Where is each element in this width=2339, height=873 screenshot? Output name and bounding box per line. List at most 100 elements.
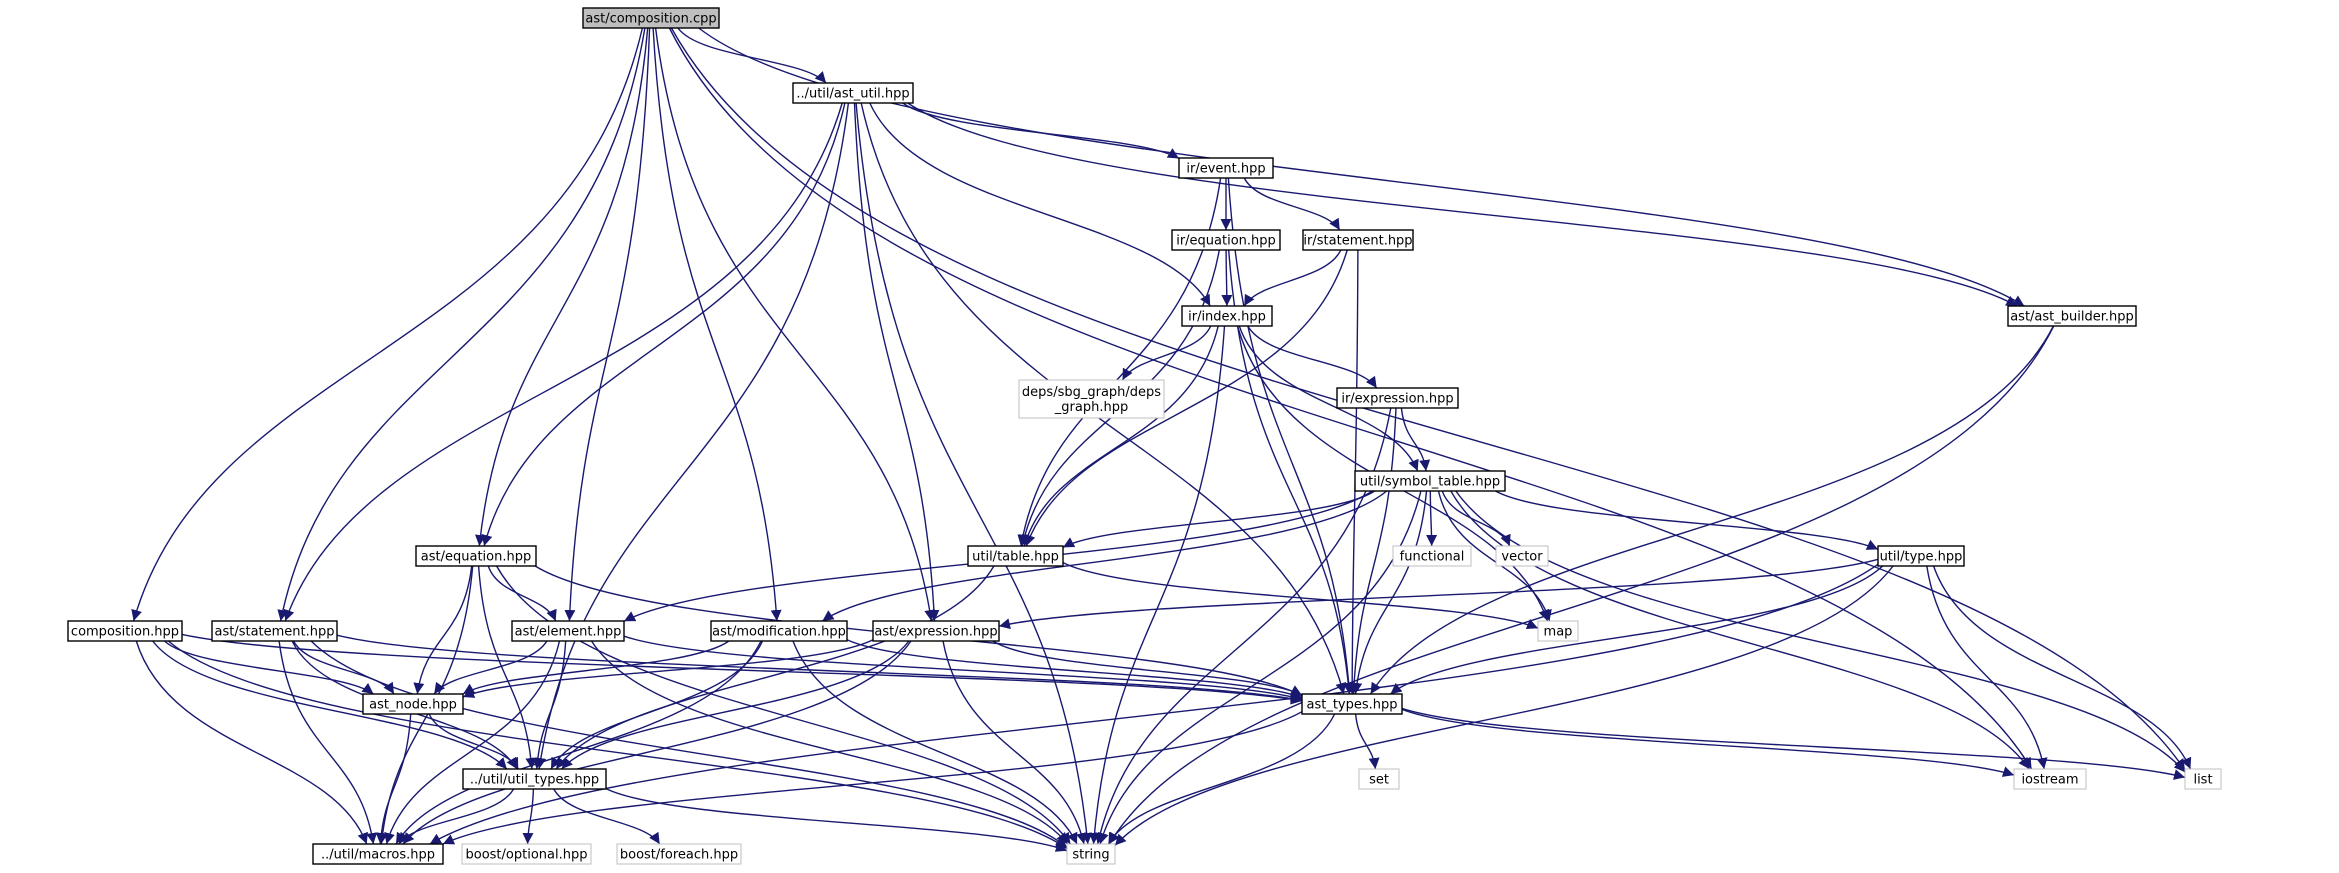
node-ast-builder[interactable]: ast/ast_builder.hpp <box>2007 305 2137 327</box>
edge-util_type-to-string <box>1114 565 1894 846</box>
node-ir-expression[interactable]: ir/expression.hpp <box>1336 387 1459 409</box>
edge-symbol_table-to-util_table <box>1062 490 1376 549</box>
edge-ir_equation-to-ast_types <box>1228 249 1354 695</box>
node-label: ast/ast_builder.hpp <box>2010 310 2134 325</box>
node-box <box>1301 693 1403 715</box>
node-composition-cpp[interactable]: ast/composition.cpp <box>582 7 720 29</box>
node-label: util/type.hpp <box>1880 550 1963 565</box>
node-ir-equation[interactable]: ir/equation.hpp <box>1171 229 1281 251</box>
edge-ir_index-to-ir_expression <box>1247 325 1378 389</box>
edge-symbol_table-to-util_type <box>1495 490 1879 551</box>
node-deps-graph: deps/sbg_graph/deps_graph.hpp <box>1018 379 1165 419</box>
edge-util_type-to-ast_expression <box>998 558 1879 630</box>
edge-composition_hpp-to-string <box>167 640 1068 850</box>
edge-util_ast_util-to-ast_equation <box>481 102 846 547</box>
node-box <box>461 843 592 865</box>
node-ast-statement[interactable]: ast/statement.hpp <box>211 620 338 642</box>
edge-util_types-to-boost_foreach <box>553 788 661 845</box>
node-label: ast_types.hpp <box>1306 698 1397 713</box>
edge-ast_expression-to-string <box>942 640 1087 845</box>
edge-ast_element-to-util_macros <box>384 640 561 845</box>
edge-composition_cpp-to-iostream <box>668 27 2033 770</box>
node-box <box>792 82 914 104</box>
edge-ast_element-to-ast_node <box>433 640 548 695</box>
node-label: functional <box>1400 550 1465 565</box>
node-ir-index[interactable]: ir/index.hpp <box>1181 305 1273 327</box>
node-box <box>1018 379 1165 419</box>
node-ast-modification[interactable]: ast/modification.hpp <box>710 620 848 642</box>
node-util-type[interactable]: util/type.hpp <box>1877 545 1965 567</box>
edge-ast_modification-to-string <box>792 640 1078 845</box>
edge-ir_statement-to-ir_index <box>1243 249 1342 307</box>
edge-util_type-to-ast_types <box>1389 565 1884 695</box>
edge-composition_cpp-to-composition_hpp <box>131 27 644 622</box>
edge-ast_types-to-list <box>1401 707 2186 780</box>
node-util-macros[interactable]: ../util/macros.hpp <box>312 843 444 865</box>
node-box <box>2184 768 2222 790</box>
edge-symbol_table-to-ast_modification <box>822 490 1388 622</box>
node-label: ../util/macros.hpp <box>321 848 435 863</box>
edge-util_type-to-util_macros <box>429 563 1879 845</box>
edge-ast_types-to-set <box>1354 713 1380 770</box>
edge-util_ast_util-to-string <box>855 102 1093 845</box>
edge-symbol_table-to-functional <box>1426 490 1438 547</box>
edge-util_ast_util-to-util_types <box>535 102 850 770</box>
edge-ast_node-to-util_macros <box>375 713 412 845</box>
node-ast-expression[interactable]: ast/expression.hpp <box>872 620 1000 642</box>
node-label: ast/modification.hpp <box>712 625 846 640</box>
edge-util_ast_util-to-ast_builder <box>907 102 2018 307</box>
edge-ast_types-to-iostream <box>1401 708 2015 777</box>
node-ast-element[interactable]: ast/element.hpp <box>511 620 625 642</box>
node-box <box>1302 229 1414 251</box>
node-label: composition.hpp <box>71 625 179 640</box>
node-composition-hpp[interactable]: composition.hpp <box>67 620 183 642</box>
edge-ast_types-to-util_macros <box>442 711 1303 845</box>
edge-ast_node-to-util_types <box>428 713 519 770</box>
node-label: ir/event.hpp <box>1186 162 1265 177</box>
node-ir-event[interactable]: ir/event.hpp <box>1178 157 1274 179</box>
edge-util_types-to-boost_optional <box>522 788 535 845</box>
edge-ast_modification-to-ast_types <box>846 639 1303 699</box>
edge-ast_equation-to-util_types <box>477 565 537 770</box>
edge-util_ast_util-to-ir_index <box>869 102 1211 307</box>
edge-ast_element-to-util_types <box>532 640 567 770</box>
node-label: boost/foreach.hpp <box>620 848 738 863</box>
node-label: util/table.hpp <box>972 550 1059 565</box>
node-box <box>1066 843 1116 865</box>
edge-composition_cpp-to-ast_statement <box>277 27 646 622</box>
node-util-ast-util[interactable]: ../util/ast_util.hpp <box>792 82 914 104</box>
node-ast-node[interactable]: ast_node.hpp <box>362 693 464 715</box>
edge-ast_builder-to-ast_types <box>1370 325 2055 695</box>
node-util-table[interactable]: util/table.hpp <box>967 545 1064 567</box>
edge-symbol_table-to-vector <box>1441 490 1511 547</box>
node-box <box>462 768 607 790</box>
edge-util_table-to-map <box>1062 561 1539 630</box>
node-box <box>872 620 1000 642</box>
node-symbol-table[interactable]: util/symbol_table.hpp <box>1354 470 1506 492</box>
edge-ast_statement-to-string <box>310 640 1068 848</box>
node-label: boost/optional.hpp <box>466 848 588 863</box>
node-label: vector <box>1501 550 1543 565</box>
edge-ast_expression-to-ast_types <box>992 640 1303 696</box>
node-label: set <box>1369 773 1389 788</box>
edge-ir_event-to-ir_statement <box>1243 177 1341 231</box>
node-box <box>1171 229 1281 251</box>
edge-ir_event-to-ast_types <box>1227 177 1355 695</box>
node-boost-foreach: boost/foreach.hpp <box>616 843 742 865</box>
edge-ir_index-to-util_table <box>1022 325 1219 547</box>
node-functional: functional <box>1392 545 1472 567</box>
node-ir-statement[interactable]: ir/statement.hpp <box>1302 229 1414 251</box>
node-label: ir/statement.hpp <box>1303 234 1412 249</box>
node-box <box>1537 620 1579 642</box>
node-ast-equation[interactable]: ast/equation.hpp <box>415 545 537 567</box>
edge-composition_cpp-to-ast_modification <box>652 27 782 622</box>
edge-ir_expression-to-symbol_table <box>1400 407 1431 472</box>
node-ast-types[interactable]: ast_types.hpp <box>1301 693 1403 715</box>
node-label: ir/expression.hpp <box>1341 392 1453 407</box>
edge-ast_types-to-string <box>1107 713 1336 845</box>
edge-composition_cpp-to-ast_equation <box>475 27 649 547</box>
node-box <box>582 7 720 29</box>
edge-composition_cpp-to-util_ast_util <box>677 27 827 84</box>
node-util-types[interactable]: ../util/util_types.hpp <box>462 768 607 790</box>
edge-composition_cpp-to-list <box>670 27 2186 771</box>
